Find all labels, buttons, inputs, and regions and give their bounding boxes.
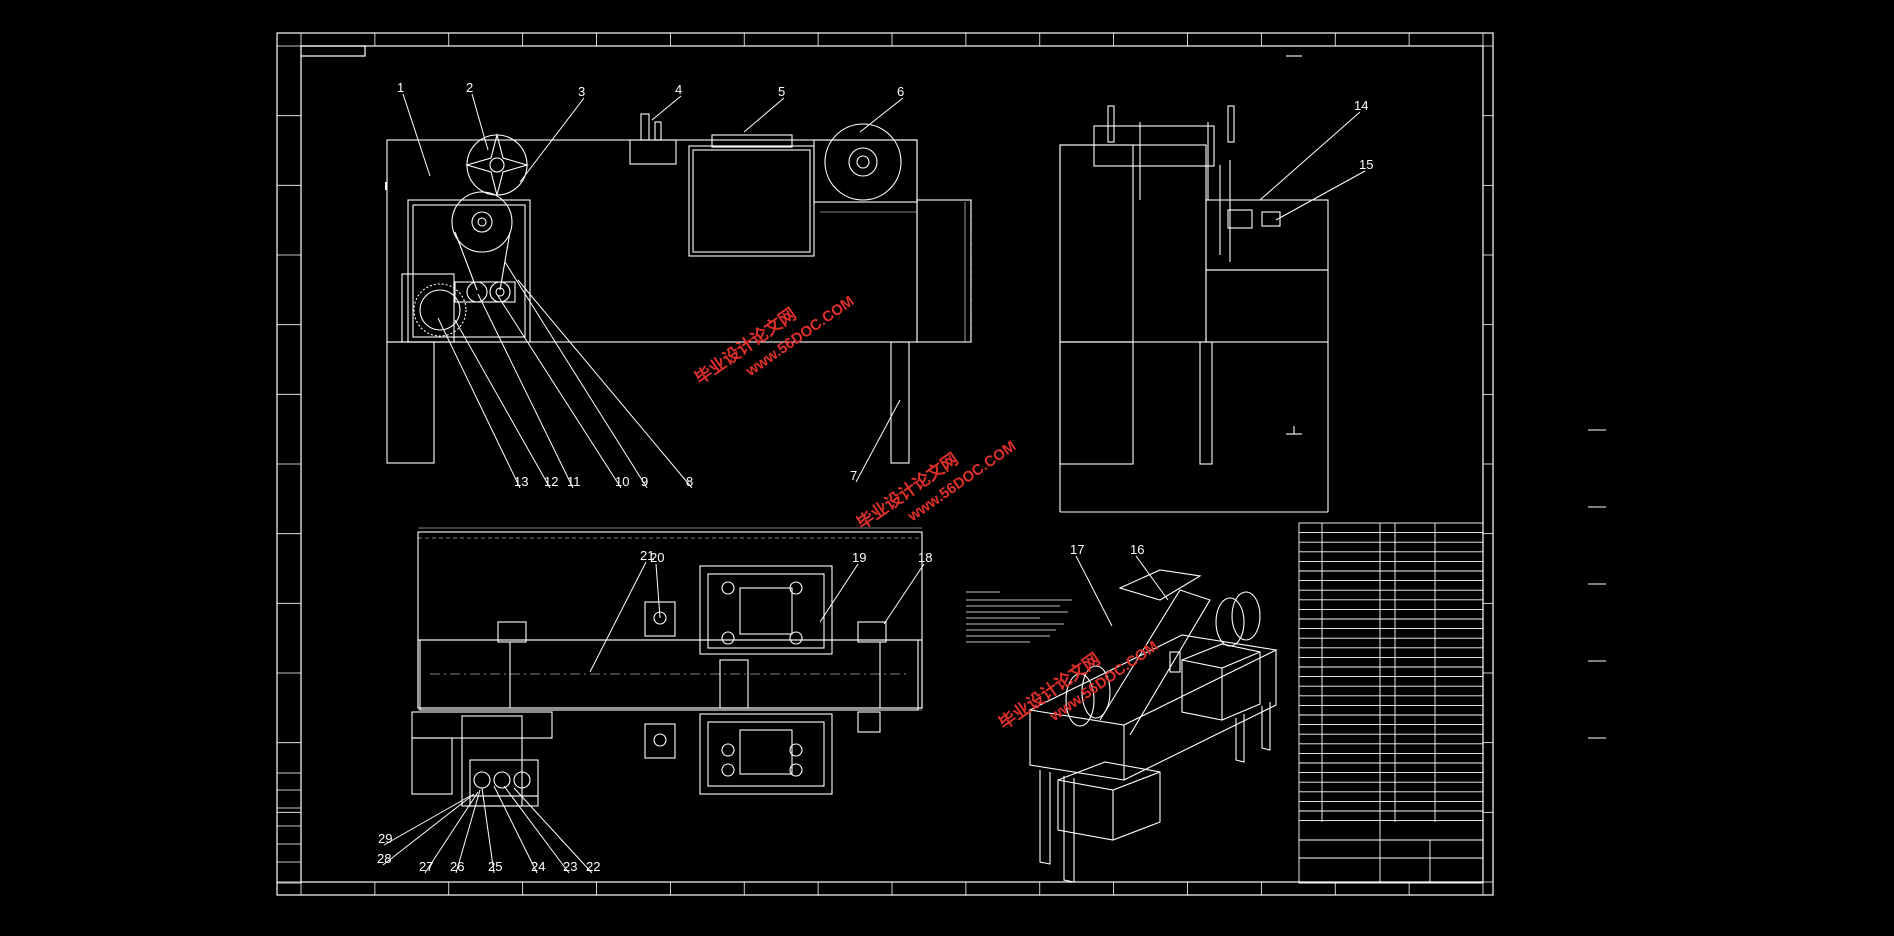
zone-ticks [277, 33, 1493, 895]
leader-line-27 [424, 791, 479, 874]
part-label-11: 11 [567, 474, 581, 489]
leader-line-22 [513, 787, 593, 874]
leader-line-11 [477, 293, 574, 489]
leader-line-20 [655, 563, 661, 619]
part-label-23: 23 [563, 859, 577, 874]
part-label-25: 25 [488, 859, 502, 874]
part-label-21: 21 [640, 548, 654, 563]
part-label-14: 14 [1354, 98, 1368, 113]
leader-line-17 [1075, 555, 1113, 627]
part-label-1: 1 [397, 80, 404, 95]
leader-line-18 [883, 563, 925, 625]
part-label-6: 6 [897, 84, 904, 99]
part-label-18: 18 [918, 550, 932, 565]
leader-line-4 [651, 95, 682, 121]
leader-line-28 [382, 793, 475, 866]
leader-line-10 [497, 295, 622, 489]
part-label-22: 22 [586, 859, 600, 874]
leader-line-2 [471, 93, 489, 151]
leader-line-16 [1135, 555, 1169, 601]
leader-line-3 [519, 97, 585, 183]
leader-line-29 [383, 795, 471, 846]
part-label-8: 8 [686, 474, 693, 489]
leader-line-14 [1259, 111, 1361, 201]
leader-line-19 [819, 563, 859, 623]
leader-line-7 [855, 399, 901, 483]
leader-lines [382, 93, 1366, 874]
part-label-4: 4 [675, 82, 682, 97]
leader-line-15 [1275, 170, 1366, 221]
part-label-13: 13 [514, 474, 528, 489]
leader-line-8 [517, 279, 693, 489]
part-label-12: 12 [544, 474, 558, 489]
top-view [411, 527, 923, 807]
part-label-29: 29 [378, 831, 392, 846]
leader-line-13 [437, 317, 521, 489]
part-label-7: 7 [850, 468, 857, 483]
leader-line-9 [504, 261, 648, 489]
title-block [1298, 522, 1484, 884]
leader-line-25 [481, 787, 495, 874]
leader-line-24 [493, 785, 538, 874]
part-label-15: 15 [1359, 157, 1373, 172]
part-label-24: 24 [531, 859, 545, 874]
part-label-3: 3 [578, 84, 585, 99]
leader-line-5 [743, 97, 785, 133]
part-label-20: 20 [650, 550, 664, 565]
part-label-9: 9 [641, 474, 648, 489]
side-view [1059, 55, 1329, 513]
technical-notes [966, 591, 1072, 643]
watermark-1: 毕业设计论文网 www.56DOC.COM [691, 293, 857, 389]
part-label-10: 10 [615, 474, 629, 489]
front-view [385, 113, 972, 464]
leader-line-12 [454, 319, 551, 489]
watermark-2: 毕业设计论文网 www.56DOC.COM [853, 438, 1019, 534]
watermark-3: 毕业设计论文网 www.56DOC.COM [995, 638, 1161, 734]
part-label-28: 28 [377, 851, 391, 866]
part-label-5: 5 [778, 84, 785, 99]
side-title-block [276, 772, 302, 884]
leader-line-1 [402, 93, 431, 177]
drawing-frame [276, 32, 1494, 896]
part-label-27: 27 [419, 859, 433, 874]
part-label-19: 19 [852, 550, 866, 565]
part-label-26: 26 [450, 859, 464, 874]
leader-line-23 [503, 785, 570, 874]
margin-dashes [1588, 429, 1606, 739]
leader-line-21 [589, 561, 647, 673]
parts-list-rows [1299, 532, 1483, 822]
isometric-view [1028, 569, 1278, 883]
leader-line-6 [859, 97, 904, 133]
part-label-2: 2 [466, 80, 473, 95]
part-label-17: 17 [1070, 542, 1084, 557]
part-label-16: 16 [1130, 542, 1144, 557]
leader-line-26 [455, 789, 481, 874]
